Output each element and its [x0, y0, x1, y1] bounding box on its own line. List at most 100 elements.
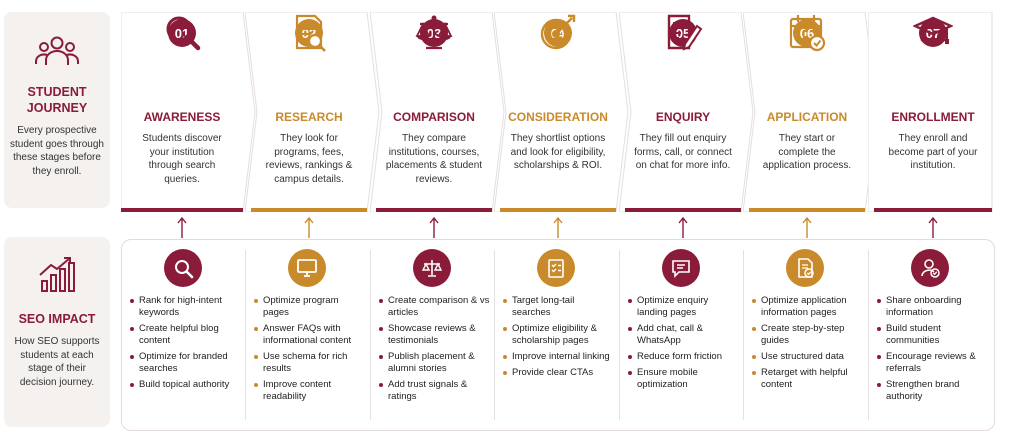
user-check-icon [921, 259, 940, 278]
stage-description: They compare institutions, courses, plac… [385, 133, 483, 185]
seo-list-item: Use schema for rich results [253, 351, 365, 375]
seo-icon-circle [288, 249, 326, 287]
stage-description: They shortlist options and look for elig… [510, 133, 606, 171]
stage-description: They enroll and become part of your inst… [888, 133, 978, 171]
seo-list-item: Optimize application information pages [751, 295, 863, 319]
growth-chart-icon [39, 257, 75, 292]
seo-list-item: Build topical authority [129, 379, 241, 391]
column-divider [494, 250, 495, 420]
stage-card-5: 05 ENQUIRY They fill out enquiry forms, … [619, 12, 755, 212]
up-arrow-icon [553, 216, 563, 238]
stage-description: They fill out enquiry forms, call, or co… [634, 133, 732, 171]
scales-icon [421, 260, 443, 277]
seo-icon-circle [911, 249, 949, 287]
target-icon [540, 14, 576, 50]
seo-list-item: Create comparison & vs articles [378, 295, 490, 319]
seo-list-item: Strengthen brand authority [876, 379, 988, 403]
seo-list-item: Rank for high-intent keywords [129, 295, 241, 319]
seo-list-item: Optimize program pages [253, 295, 365, 319]
column-divider [245, 250, 246, 420]
magnifier-icon [166, 16, 201, 51]
up-arrow-icon [304, 216, 314, 238]
seo-list-item: Share onboarding information [876, 295, 988, 319]
seo-list-item: Optimize eligibility & scholarship pages [502, 323, 614, 347]
seo-list-item: Reduce form friction [627, 351, 739, 363]
seo-list-item: Retarget with helpful content [751, 367, 863, 391]
seo-list-item: Improve internal linking [502, 351, 614, 363]
up-arrow-icon [802, 216, 812, 238]
journey-title-line2: JOURNEY [26, 101, 88, 115]
seo-list-item: Ensure mobile optimization [627, 367, 739, 391]
seo-icon-circle [413, 249, 451, 287]
seo-list-item: Showcase reviews & testimonials [378, 323, 490, 347]
seo-title: SEO IMPACT [18, 312, 96, 326]
seo-list-item: Encourage reviews & referrals [876, 351, 988, 375]
up-arrow-icon [678, 216, 688, 238]
seo-list-item: Answer FAQs with informational content [253, 323, 365, 347]
monitor-icon [297, 259, 317, 277]
seo-list-item: Add trust signals & ratings [378, 379, 490, 403]
seo-list-item: Provide clear CTAs [502, 367, 614, 379]
calendar-check-icon [789, 15, 826, 52]
stage-title: COMPARISON [393, 110, 475, 124]
up-arrow-icon [177, 216, 187, 238]
checklist-icon [548, 259, 564, 278]
stage-description: Students discover your institution throu… [142, 133, 222, 185]
seo-icon-circle [786, 249, 824, 287]
seo-list-item: Build student communities [876, 323, 988, 347]
stage-title: CONSIDERATION [508, 110, 608, 124]
stage-card-1: 01 AWARENESS Students discover your inst… [121, 12, 257, 212]
up-arrow-icon [928, 216, 938, 238]
seo-icon-circle [537, 249, 575, 287]
journey-description: Every prospective student goes through t… [10, 125, 104, 177]
column-divider [868, 250, 869, 420]
form-pen-icon [667, 14, 703, 51]
chat-icon [672, 260, 690, 278]
stage-card-7: 07 ENROLLMENT They enroll and become par… [868, 12, 994, 212]
document-search-icon [295, 14, 326, 52]
seo-list-item: Publish placement & alumni stories [378, 351, 490, 375]
column-divider [743, 250, 744, 420]
seo-list-item: Create helpful blog content [129, 323, 241, 347]
stage-title: APPLICATION [766, 110, 848, 124]
seo-list-item: Create step-by-step guides [751, 323, 863, 347]
people-group-icon [35, 36, 79, 65]
stage-description: They start or complete the application p… [762, 133, 852, 171]
seo-icon-circle [164, 249, 202, 287]
seo-list-item: Add chat, call & WhatsApp [627, 323, 739, 347]
student-journey-panel: STUDENT JOURNEY Every prospective studen… [4, 12, 110, 208]
seo-list-item: Use structured data [751, 351, 863, 363]
scales-icon [415, 15, 453, 50]
column-divider [370, 250, 371, 420]
seo-impact-panel: SEO IMPACT How SEO supports students at … [4, 237, 110, 427]
column-divider [619, 250, 620, 420]
document-check-icon [798, 258, 814, 278]
seo-list-item: Improve content readability [253, 379, 365, 403]
journey-title-line1: STUDENT [27, 85, 87, 99]
stage-card-3: 03 COMPARISON They compare institutions,… [370, 12, 506, 212]
seo-icon-circle [662, 249, 700, 287]
stage-card-2: 02 RESEARCH They look for programs, fees… [245, 12, 381, 212]
stage-title: ENQUIRY [655, 110, 711, 124]
up-arrow-icon [429, 216, 439, 238]
seo-list-item: Optimize enquiry landing pages [627, 295, 739, 319]
search-icon [175, 260, 194, 279]
graduation-cap-icon [913, 16, 953, 45]
stage-title: RESEARCH [275, 110, 343, 124]
stage-card-6: 06 APPLICATION They start or complete th… [743, 12, 879, 212]
stage-card-4: 04 CONSIDERATION They shortlist options … [494, 12, 630, 212]
stage-description: They look for programs, fees, reviews, r… [265, 133, 353, 185]
stage-title: AWARENESS [143, 110, 221, 124]
